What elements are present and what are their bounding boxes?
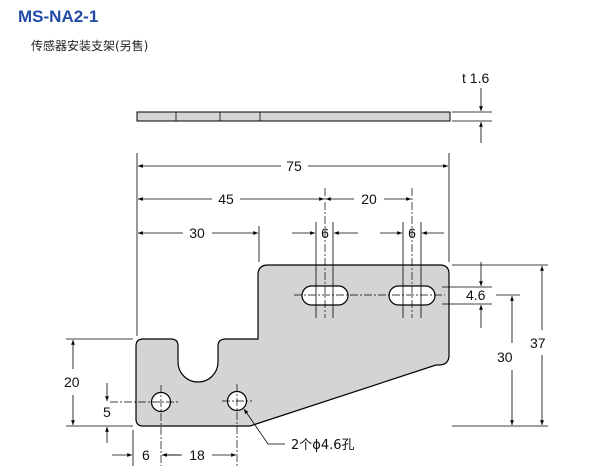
dim-45: 45 [218, 191, 234, 207]
dim-4-6-slot: 4.6 [466, 287, 486, 303]
model-description: 传感器安装支架(另售) [31, 39, 149, 53]
side-view-plate [136, 111, 451, 122]
model-title: MS-NA2-1 [18, 7, 99, 26]
thickness-dimension [452, 88, 492, 143]
dim-6-right-slot: 6 [408, 225, 416, 241]
dim-18-hole-pitch: 18 [189, 447, 205, 463]
dimension-lines [71, 164, 544, 457]
dim-20-left: 20 [64, 374, 80, 390]
hole-callout: 2个ϕ4.6孔 [291, 438, 355, 453]
dim-6-hole-edge: 6 [142, 447, 150, 463]
dim-30-step: 30 [189, 225, 205, 241]
dim-37: 37 [530, 335, 546, 351]
extension-lines [66, 153, 548, 466]
thickness-label: t 1.6 [462, 70, 489, 86]
dim-6-left-slot: 6 [321, 225, 329, 241]
dim-30-right: 30 [497, 349, 513, 365]
dim-75: 75 [286, 158, 302, 174]
bracket-outline [135, 264, 450, 427]
dim-20-pitch: 20 [361, 191, 377, 207]
centerlines [110, 188, 445, 466]
dim-5-hole: 5 [103, 404, 111, 420]
